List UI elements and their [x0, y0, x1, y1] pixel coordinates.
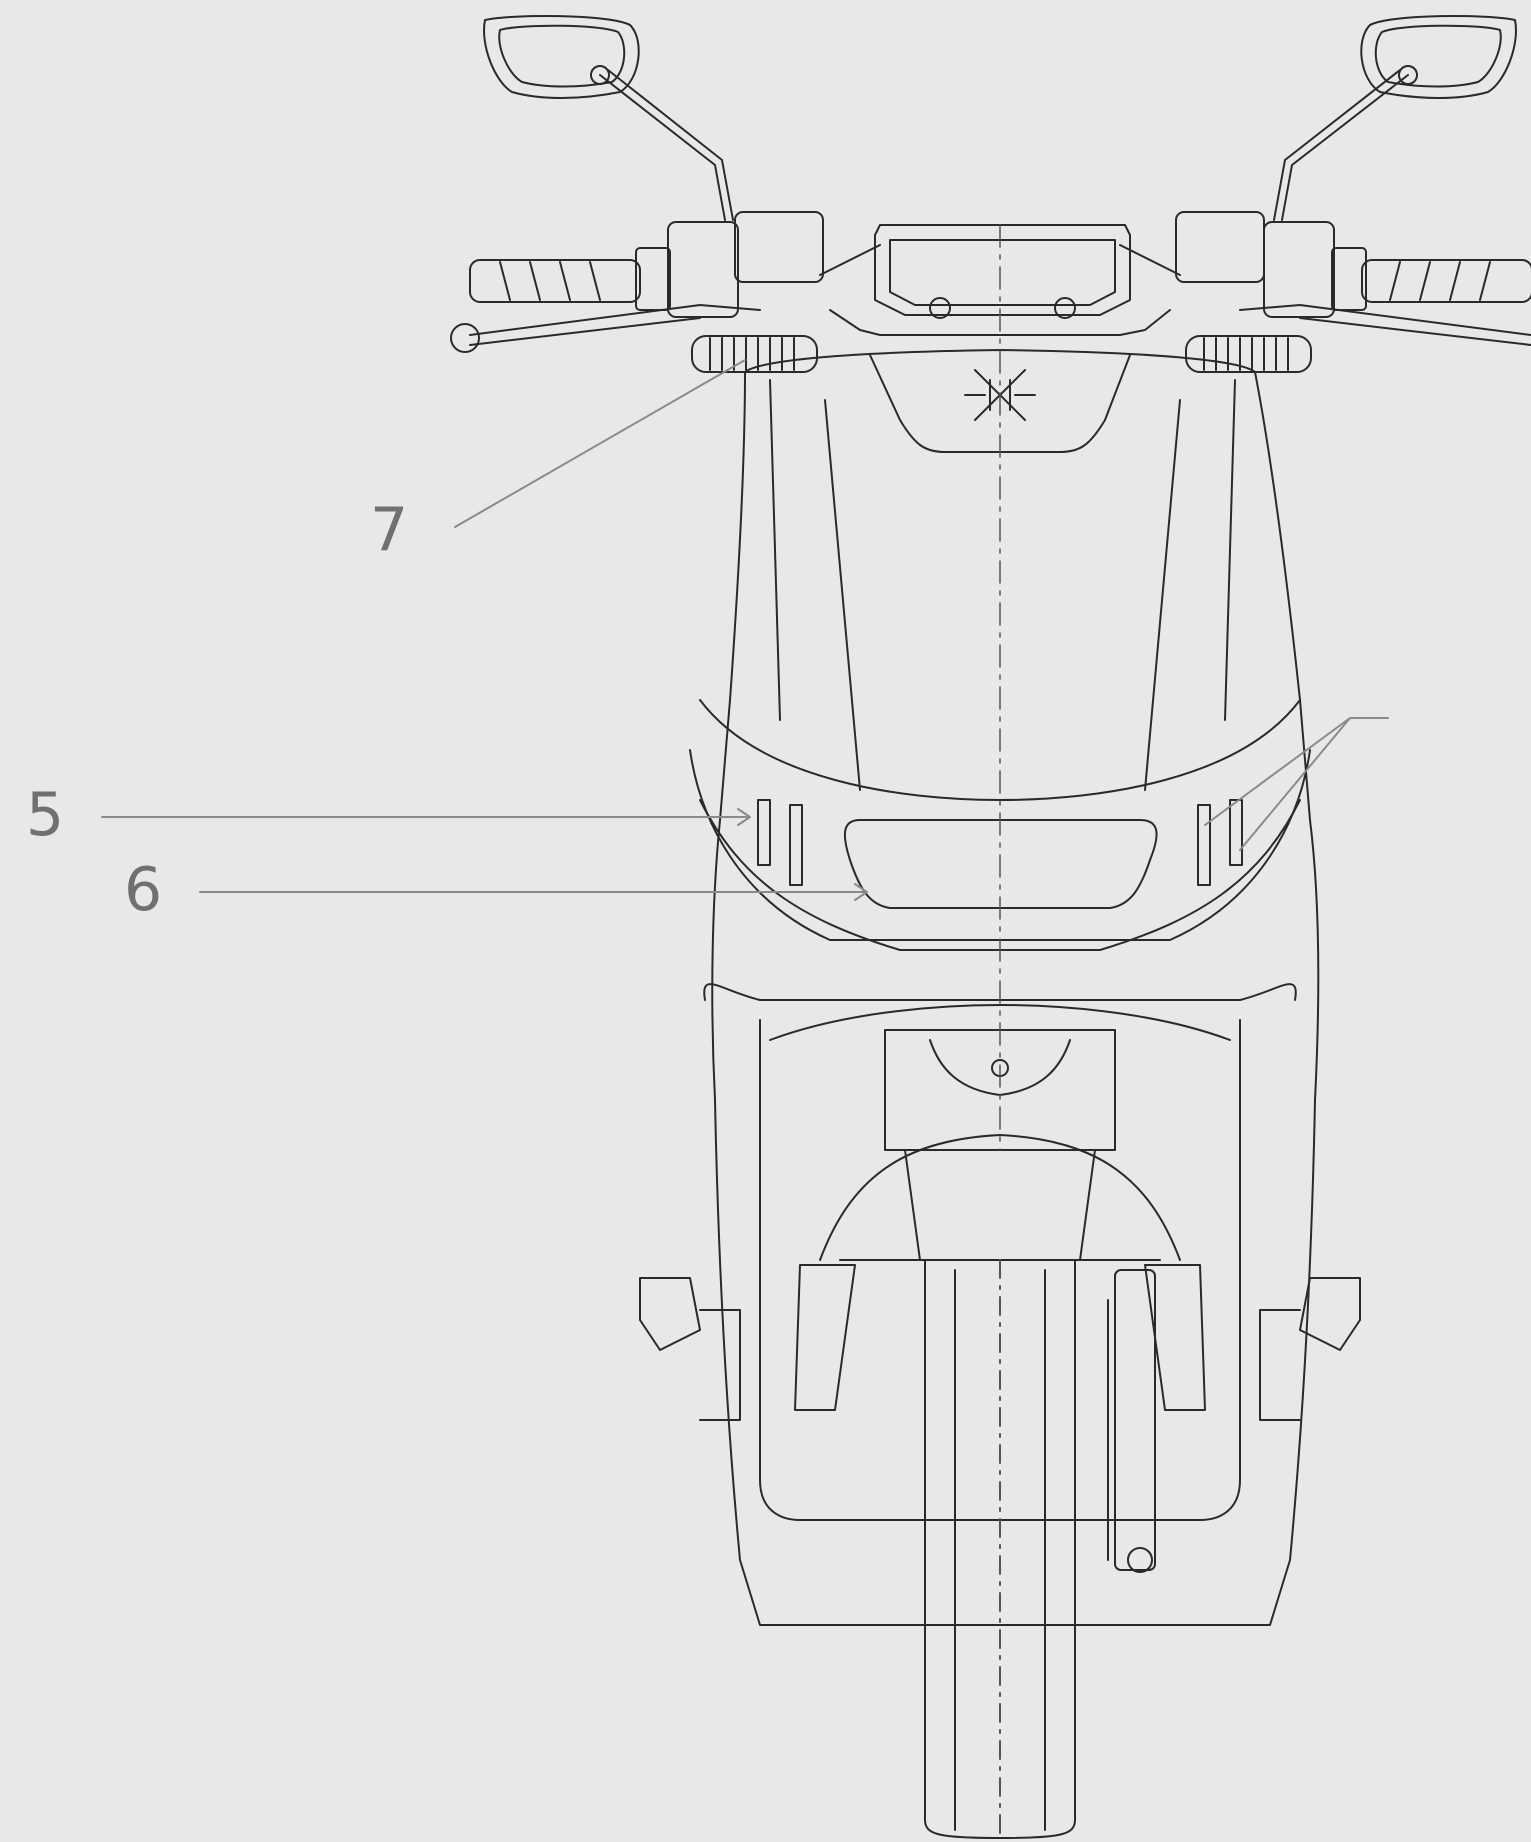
- leader-6-arrowhead: [854, 883, 868, 901]
- right-headlight: [1185, 335, 1312, 373]
- right-handlebar: [1119, 211, 1531, 346]
- front-fork: [884, 1029, 1116, 1151]
- callout-label-5: 5: [26, 780, 65, 850]
- callout-label-7: 7: [370, 495, 409, 565]
- leader-7: [454, 359, 746, 528]
- leader-lines: [101, 359, 1389, 901]
- callout-label-6: 6: [124, 855, 163, 925]
- front-wheel: [924, 1259, 1076, 1839]
- brake-caliper: [1107, 1269, 1156, 1573]
- brand-logo-icon: [964, 369, 1036, 421]
- left-fork-leg: [794, 1264, 856, 1411]
- leader-5-arrowhead: [737, 808, 751, 826]
- left-handlebar: [450, 211, 881, 353]
- left-mirror: [483, 15, 734, 221]
- right-mirror: [1273, 15, 1517, 221]
- dashboard: [829, 224, 1171, 336]
- right-fork-leg: [1144, 1264, 1206, 1411]
- front-display-window: [843, 819, 1158, 909]
- position-light-strips: [757, 799, 1243, 886]
- front-fender: [819, 1134, 1181, 1261]
- right-side-indicator: [1299, 1277, 1361, 1351]
- leader-right: [1204, 717, 1389, 851]
- front-shield: [689, 349, 1320, 1626]
- left-side-indicator: [639, 1277, 701, 1351]
- left-headlight: [691, 335, 818, 373]
